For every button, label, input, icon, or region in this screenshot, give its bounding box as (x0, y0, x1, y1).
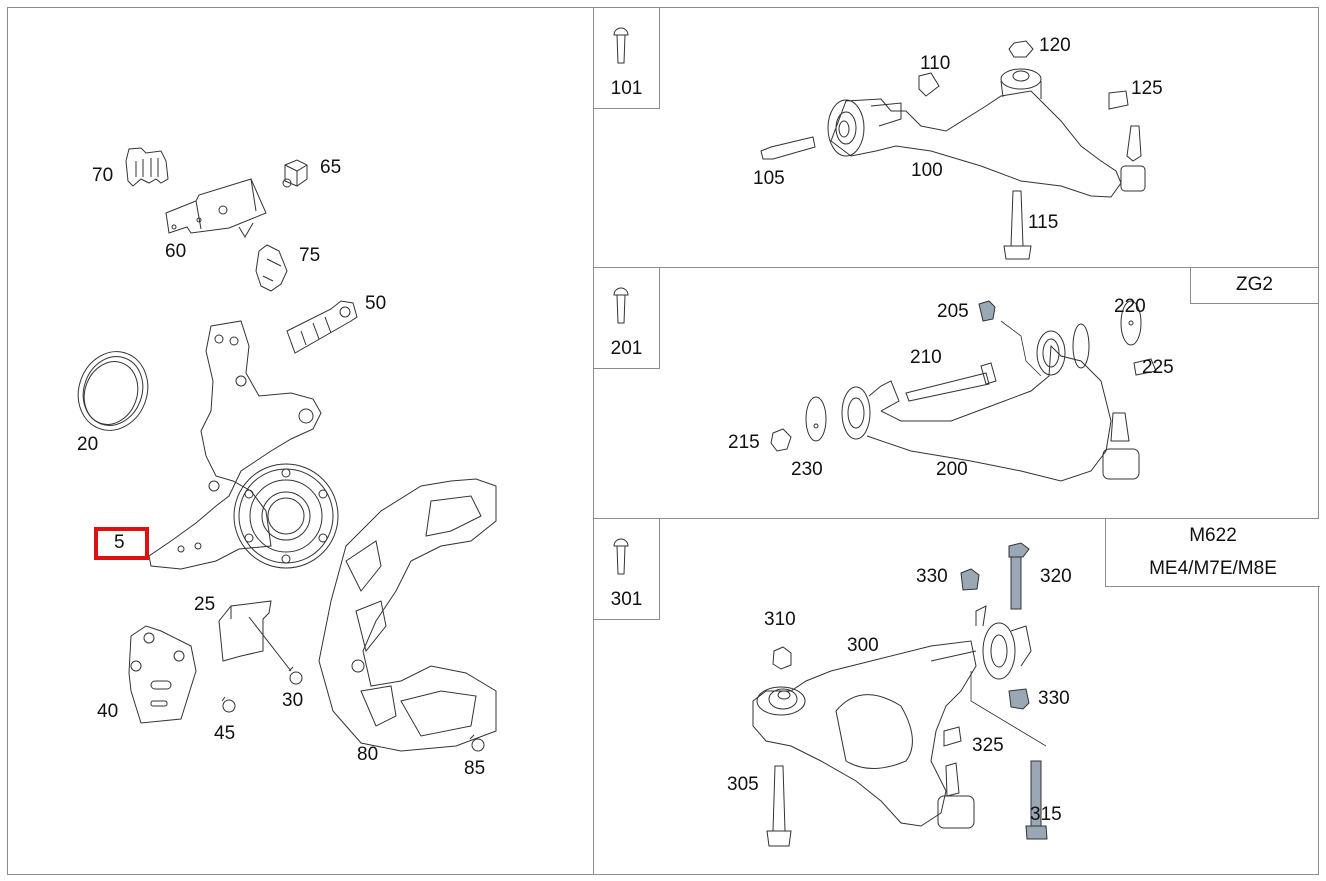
callout-105[interactable]: 105 (753, 168, 785, 189)
panel-100: 101 110 120 125 105 100 115 (593, 7, 1319, 268)
callout-85[interactable]: 85 (464, 758, 486, 779)
rivet-icon (613, 27, 629, 64)
callout-30[interactable]: 30 (282, 690, 304, 711)
reference-box-101[interactable]: 101 (594, 8, 660, 109)
knuckle-assembly-drawing (77, 147, 497, 752)
callout-205[interactable]: 205 (937, 301, 969, 322)
callout-125[interactable]: 125 (1131, 78, 1163, 99)
part-75-clip (255, 244, 288, 292)
part-40-bracket (128, 625, 197, 724)
callout-5[interactable]: 5 (114, 532, 125, 553)
callout-80[interactable]: 80 (357, 744, 379, 765)
lower-arm-100-drawing (760, 40, 1146, 260)
part-45-screw (221, 696, 236, 713)
callout-25[interactable]: 25 (194, 594, 216, 615)
callout-20[interactable]: 20 (77, 434, 99, 455)
callout-115[interactable]: 115 (1028, 212, 1059, 233)
part-25-shield (218, 600, 292, 672)
rivet-icon (613, 538, 629, 575)
callout-50[interactable]: 50 (365, 293, 387, 314)
callout-75[interactable]: 75 (299, 245, 321, 266)
reference-number: 201 (610, 338, 643, 359)
panel-300: 301 M622 ME4/M7E/M8E 330 320 (593, 518, 1320, 875)
variant-tag-m622: M622 (1105, 519, 1320, 553)
part-30-screw (288, 666, 303, 685)
part-70-clip (125, 147, 169, 187)
rivet-icon (613, 287, 629, 324)
part-65-bolt (282, 159, 308, 188)
callout-100[interactable]: 100 (911, 160, 943, 181)
callout-45[interactable]: 45 (214, 723, 236, 744)
reference-number: 301 (610, 589, 643, 610)
callout-315[interactable]: 315 (1030, 804, 1062, 825)
part-50-sensor (286, 300, 358, 354)
upper-arm-200-drawing (770, 300, 1157, 482)
part-80-backplate (318, 478, 497, 752)
callout-65[interactable]: 65 (320, 157, 342, 178)
callout-70[interactable]: 70 (92, 165, 114, 186)
callout-220[interactable]: 220 (1114, 296, 1146, 317)
part-85-screw (469, 734, 485, 752)
callout-200[interactable]: 200 (936, 459, 968, 480)
variant-tag-me4-m7e-m8e: ME4/M7E/M8E (1105, 552, 1320, 587)
callout-230[interactable]: 230 (791, 459, 823, 480)
selected-part-highlight (94, 527, 149, 560)
callout-325[interactable]: 325 (972, 735, 1004, 756)
callout-320[interactable]: 320 (1040, 566, 1072, 587)
callout-305[interactable]: 305 (727, 774, 759, 795)
reference-box-301[interactable]: 301 (594, 519, 660, 620)
callout-300[interactable]: 300 (847, 635, 879, 656)
part-5-knuckle (148, 320, 339, 570)
callout-330-bottom[interactable]: 330 (1038, 688, 1070, 709)
callout-225[interactable]: 225 (1142, 357, 1174, 378)
reference-number: 101 (610, 78, 643, 99)
knuckle-panel: 70 65 60 75 50 20 5 25 40 30 45 80 85 (7, 7, 594, 875)
lower-arm-300-drawing (752, 542, 1048, 847)
callout-210[interactable]: 210 (910, 347, 942, 368)
reference-box-201[interactable]: 201 (594, 268, 660, 369)
part-20-ring (77, 351, 149, 431)
callout-120[interactable]: 120 (1039, 35, 1071, 56)
callout-310[interactable]: 310 (764, 609, 796, 630)
callout-40[interactable]: 40 (97, 701, 119, 722)
callout-110[interactable]: 110 (920, 53, 951, 74)
panel-200: 201 ZG2 205 220 210 225 215 230 200 (593, 267, 1319, 519)
callout-215[interactable]: 215 (728, 432, 760, 453)
part-60-bracket (165, 178, 267, 238)
callout-330-top[interactable]: 330 (916, 566, 948, 587)
variant-tag-zg2: ZG2 (1190, 268, 1318, 304)
callout-60[interactable]: 60 (165, 241, 187, 262)
